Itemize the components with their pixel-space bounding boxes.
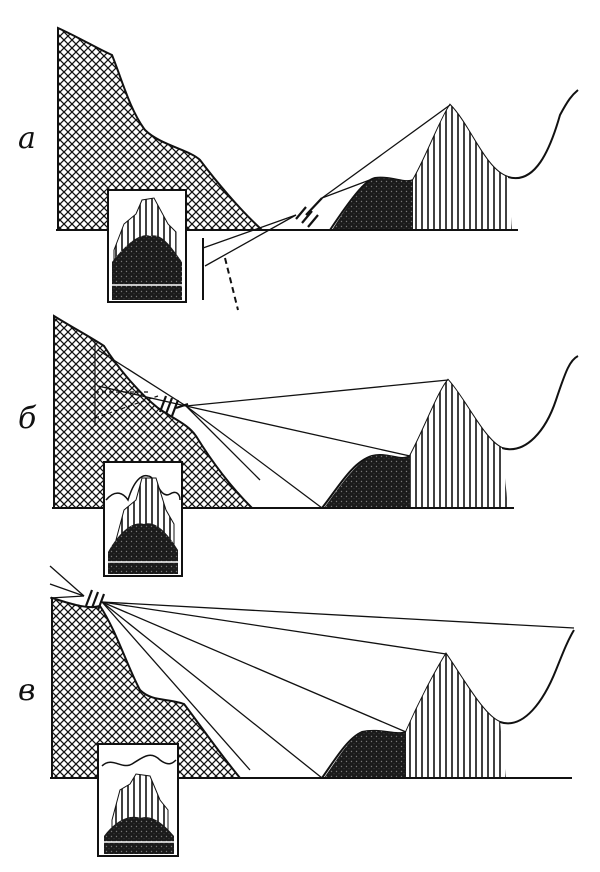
- left-cliff-a: [57, 26, 265, 231]
- camera-icon: [295, 197, 323, 228]
- striped-peak-v: [406, 654, 506, 778]
- camera-icon: [158, 395, 189, 417]
- dark-foothill-b: [324, 455, 410, 508]
- picture-plane-dashed-a: [224, 257, 239, 311]
- photo-inset-b: [103, 461, 183, 577]
- sightlines-v: [49, 565, 575, 779]
- dark-foothill-v: [324, 730, 406, 778]
- panel-label-b: б: [18, 401, 37, 436]
- sightlines-a: [202, 104, 451, 267]
- panel-a: а: [18, 26, 579, 311]
- photo-inset-v: [97, 743, 179, 857]
- striped-peak-b: [410, 380, 508, 508]
- panel-b: б: [18, 314, 579, 577]
- panel-label-v: в: [18, 673, 35, 708]
- panel-v: в: [18, 565, 575, 857]
- panel-label-a: а: [18, 121, 36, 156]
- dark-foothill-a: [332, 177, 413, 230]
- striped-peak-a: [413, 105, 512, 230]
- camera-icon: [84, 589, 106, 611]
- construction-lines-b: [94, 340, 159, 426]
- left-cliff-b: [53, 314, 255, 509]
- photo-inset-a: [107, 189, 187, 303]
